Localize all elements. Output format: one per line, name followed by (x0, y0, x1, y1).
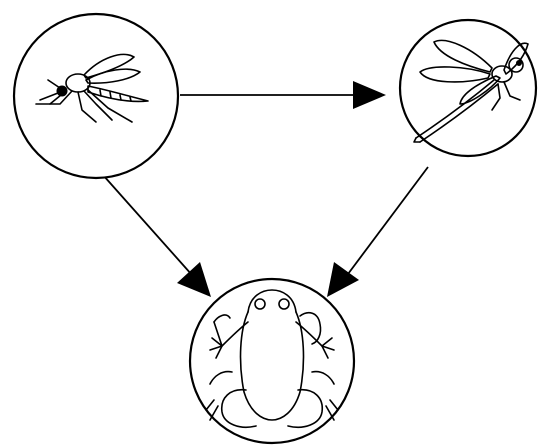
arrow-mosquito-to-dragonfly (180, 81, 386, 109)
mosquito-icon (35, 53, 149, 123)
arrow-dragonfly-to-frog (327, 166, 429, 297)
frog-node (188, 277, 356, 445)
arrow-mosquito-to-frog (102, 174, 211, 297)
frog-icon (205, 289, 339, 428)
mosquito-node (12, 12, 180, 180)
dragonfly-icon (413, 39, 529, 143)
dragonfly-node (398, 18, 538, 158)
